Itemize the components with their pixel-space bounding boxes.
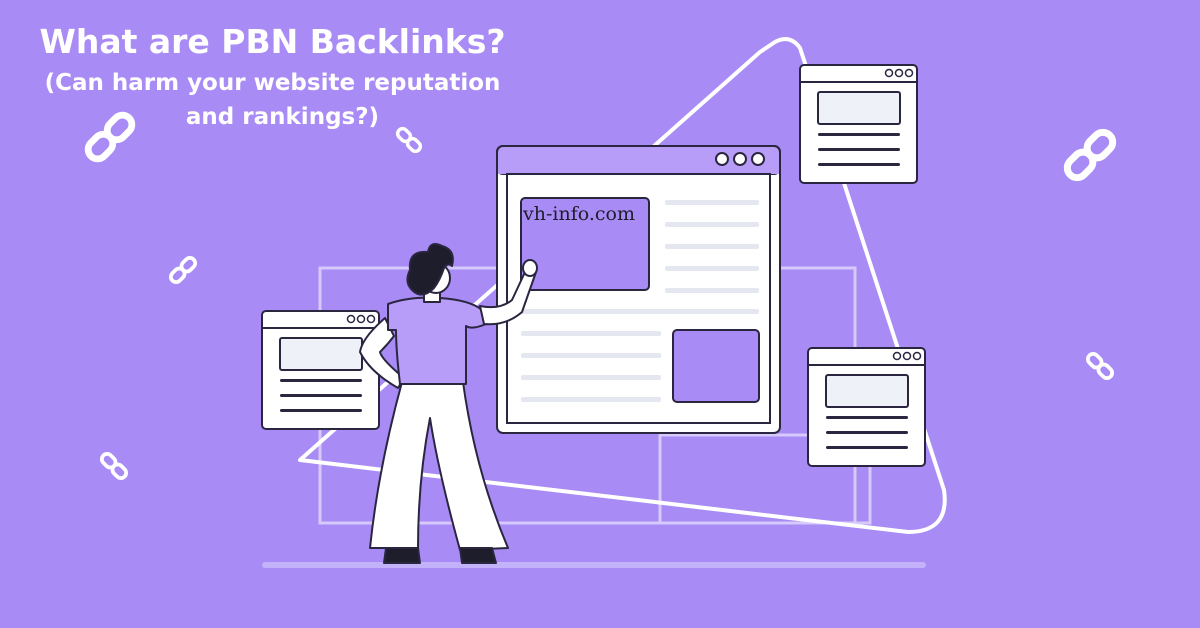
title-heading: What are PBN Backlinks? [39, 22, 506, 61]
link-icon [1063, 128, 1117, 182]
link-icon [395, 126, 423, 154]
subtitle-line: and rankings?) [185, 104, 380, 130]
triangle-outline [298, 37, 947, 534]
image-placeholder [520, 197, 650, 291]
image-placeholder [672, 329, 760, 403]
subtitle-line: (Can harm your website reputation [44, 70, 501, 96]
page-title: What are PBN Backlinks? (Can harm your w… [0, 22, 545, 134]
link-icon [168, 255, 198, 285]
floor-line [262, 562, 926, 568]
link-icon [99, 451, 129, 481]
browser-small-left [261, 310, 380, 430]
browser-small-bottom-right [807, 347, 926, 467]
window-dot [733, 152, 747, 166]
text-lines [521, 200, 759, 402]
browser-small-top-right [799, 64, 918, 184]
website-domain-label: vh-info.com [523, 203, 635, 225]
window-dot [715, 152, 729, 166]
window-dot [751, 152, 765, 166]
link-icon [84, 111, 136, 163]
browser-main [496, 145, 781, 434]
person-illustration [359, 243, 538, 564]
link-icon [1085, 351, 1115, 381]
